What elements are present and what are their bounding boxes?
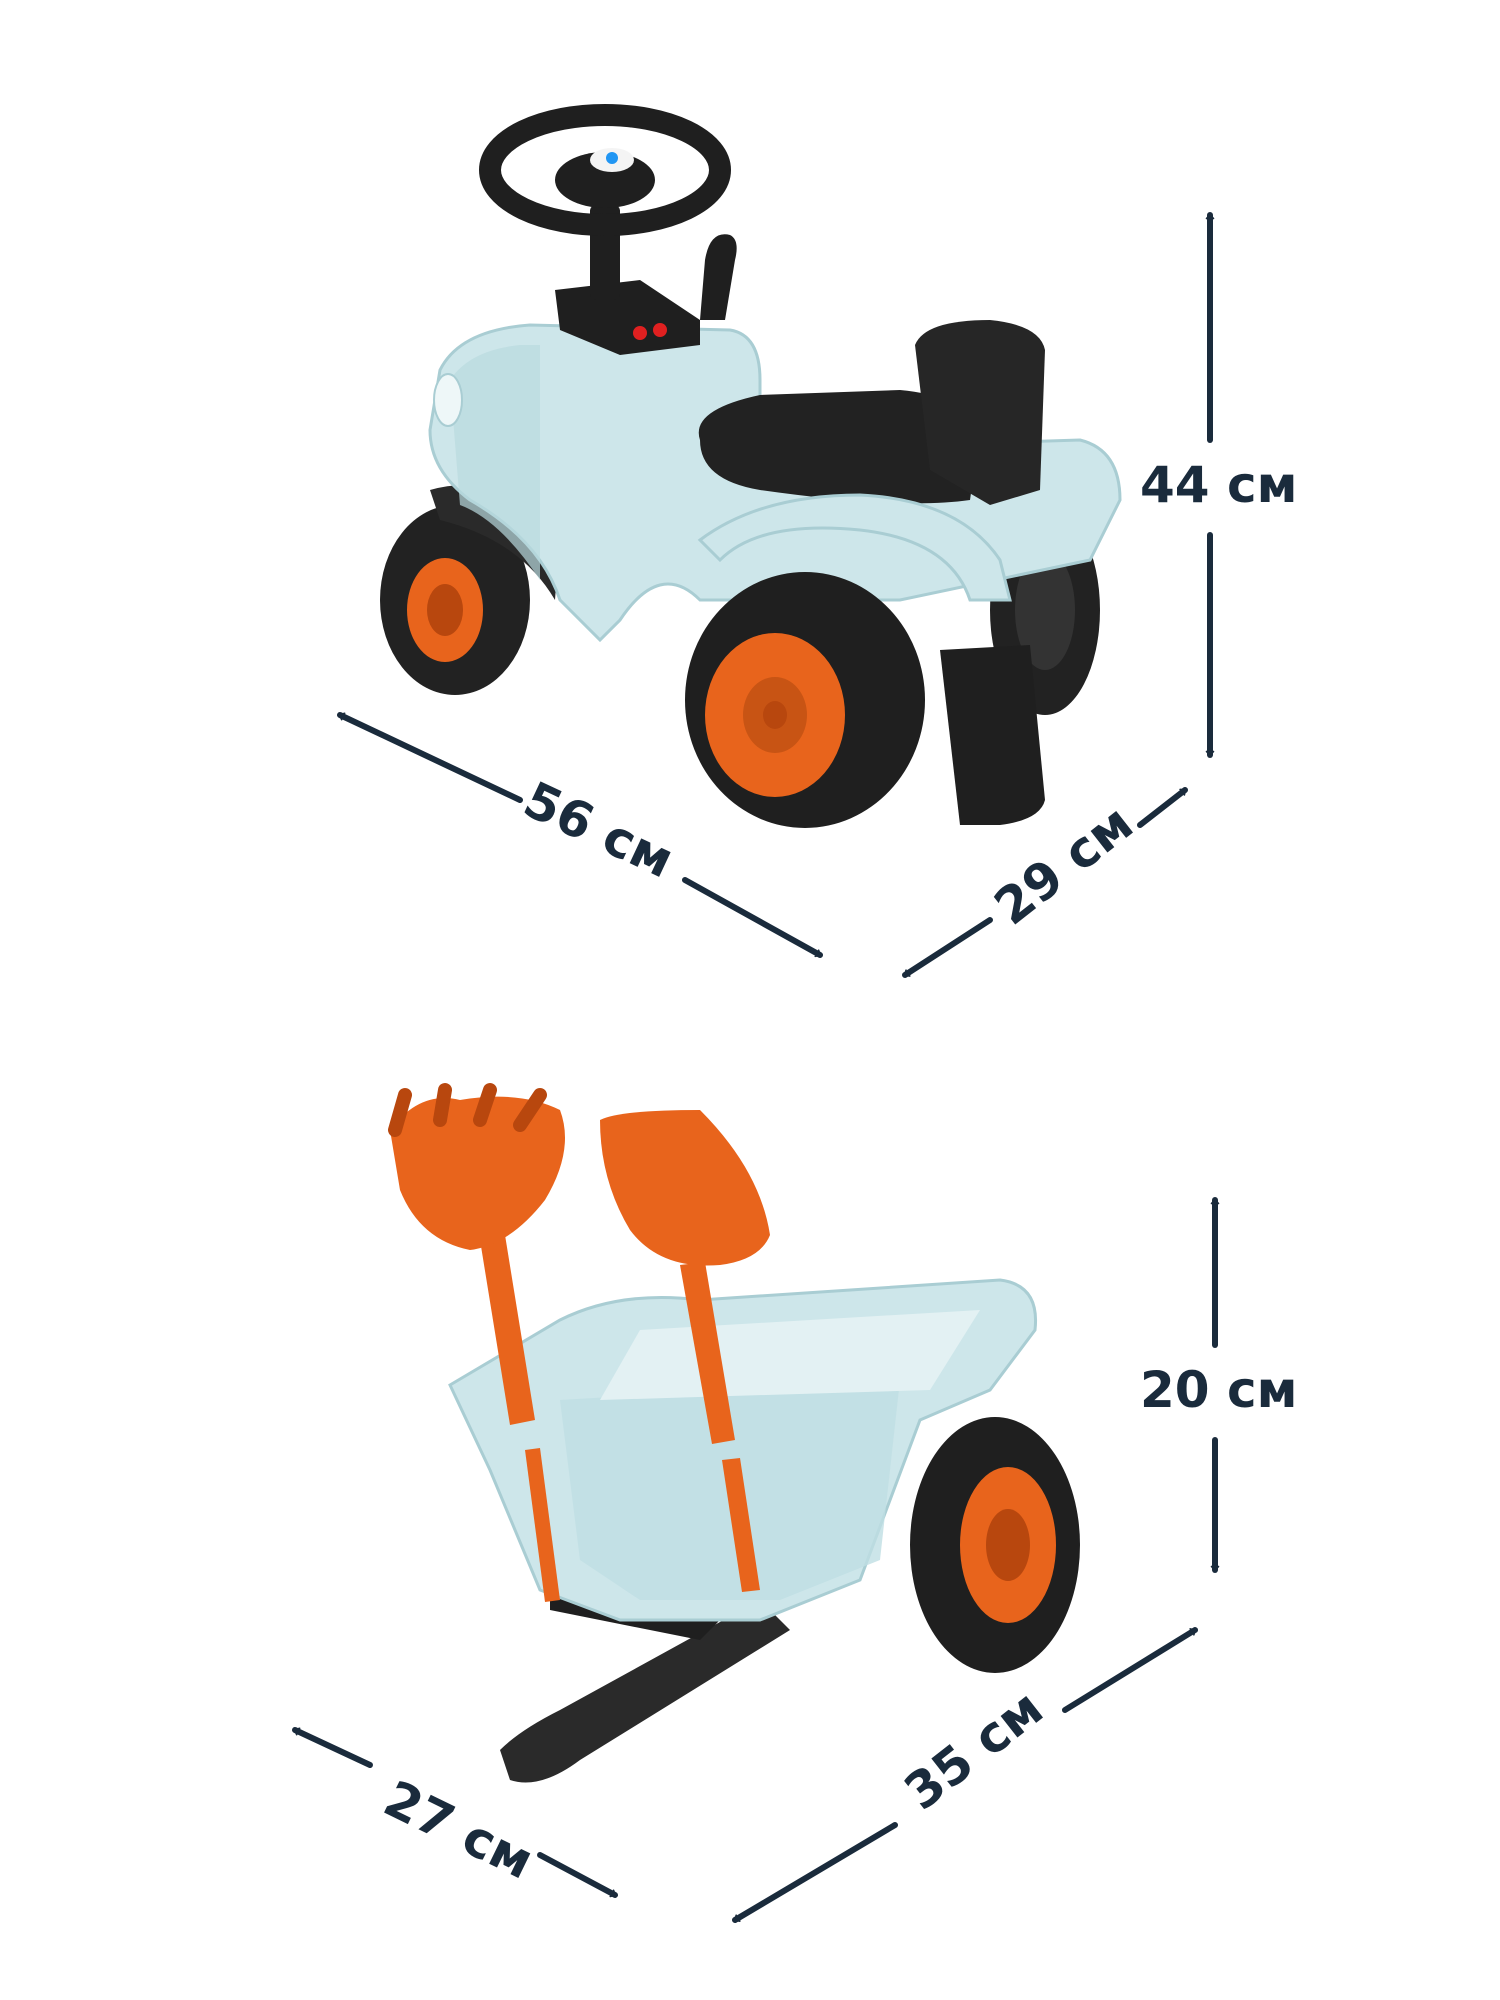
tractor-seat <box>698 320 1045 505</box>
tractor-width-arrow <box>1137 787 1188 828</box>
tractor-red-button <box>633 326 647 340</box>
trailer-height-label: 20 см <box>1140 1361 1298 1419</box>
trailer <box>388 1083 1080 1783</box>
tractor-hitch <box>940 645 1045 825</box>
tractor <box>380 104 1122 828</box>
tractor-headlight <box>433 373 463 427</box>
shovel-toy <box>600 1110 770 1592</box>
tractor-rear-wheel <box>685 572 925 828</box>
dimension-arrows <box>292 212 1220 1923</box>
trailer-width-arrow <box>292 1727 373 1768</box>
tractor-rear-fender <box>697 493 1012 602</box>
tractor-dashboard <box>555 280 700 355</box>
tractor-front-wheel <box>380 505 530 695</box>
tractor-length-arrow <box>337 712 523 803</box>
trailer-wheel <box>910 1417 1080 1673</box>
rake-toy <box>388 1083 565 1602</box>
tractor-red-button <box>653 323 667 337</box>
trailer-length-arrow <box>732 1822 898 1923</box>
tractor-width-arrow <box>902 917 993 978</box>
trailer-width-arrow <box>537 1852 618 1898</box>
tractor-height-label: 44 см <box>1140 456 1298 514</box>
tractor-steering-wheel <box>479 104 731 236</box>
tractor-exhaust-pipe <box>700 234 737 320</box>
tractor-length-arrow <box>682 877 823 958</box>
trailer-length-arrow <box>1062 1627 1198 1713</box>
trailer-drawbar <box>500 1600 790 1783</box>
